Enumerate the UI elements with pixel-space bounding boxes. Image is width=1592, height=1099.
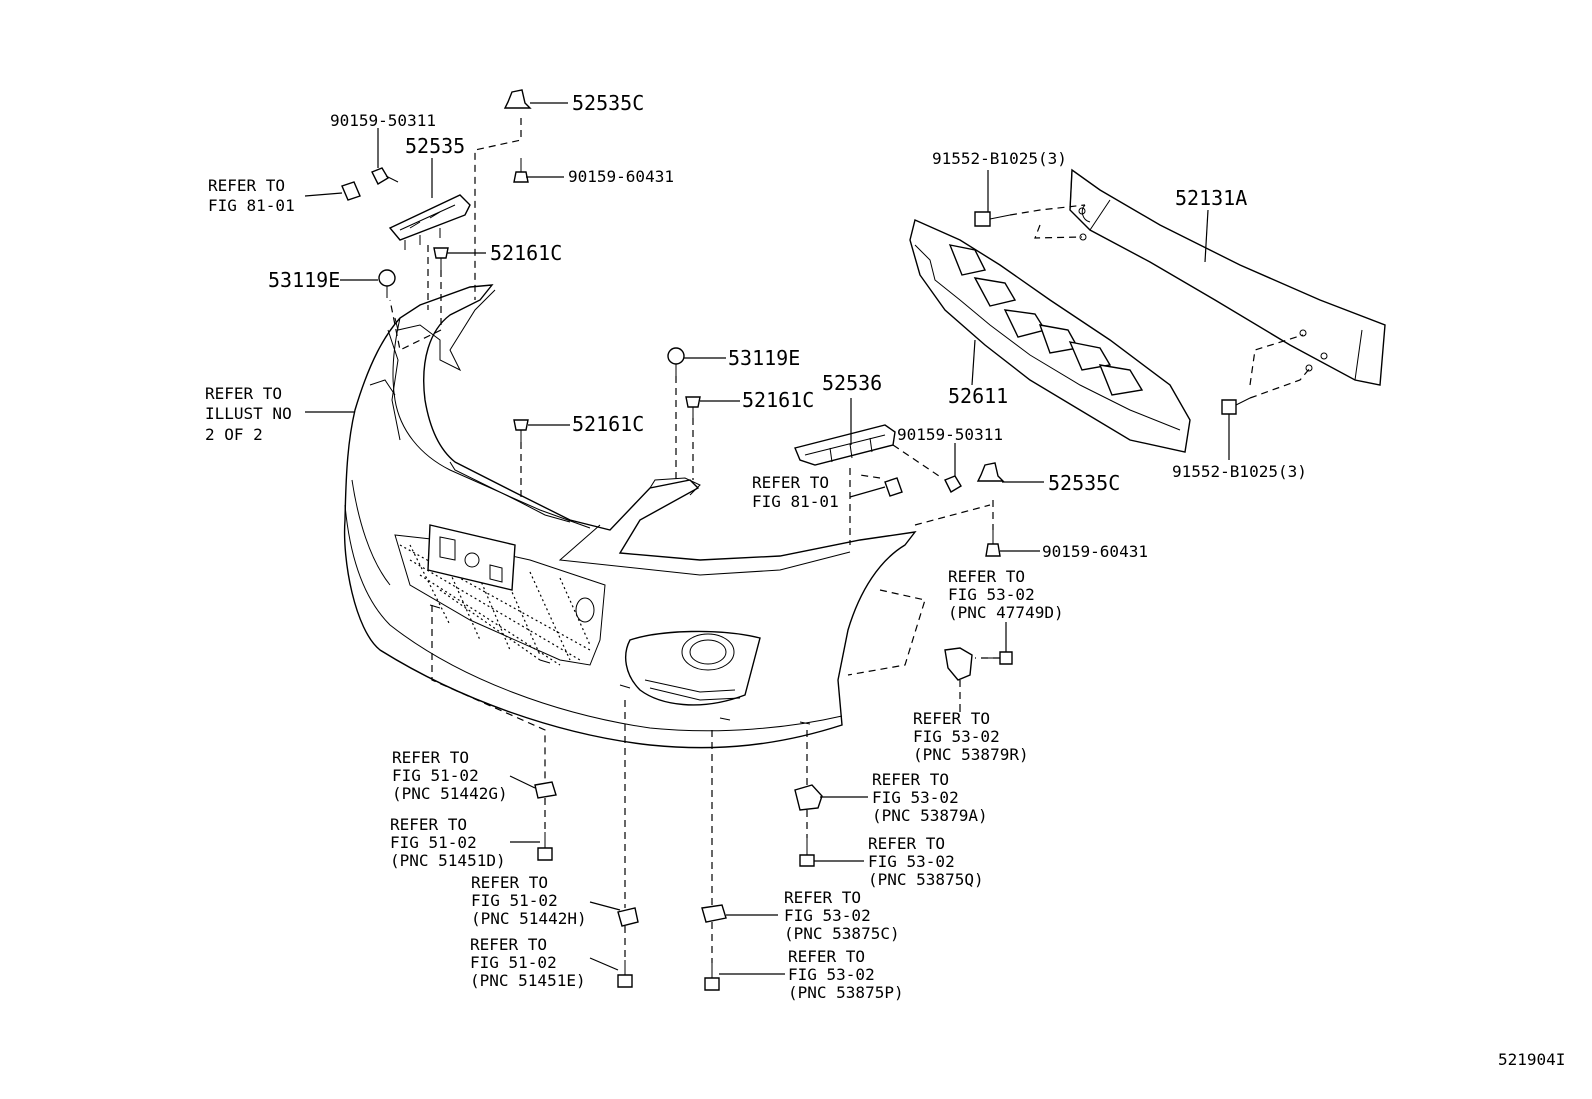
label-refer-illust-2: ILLUST NO — [205, 404, 292, 423]
label-ref-53875q-3: (PNC 53875Q) — [868, 870, 984, 889]
label-90159-50311-left: 90159-50311 — [330, 111, 436, 130]
label-90159-60431-top: 90159-60431 — [568, 167, 674, 186]
label-ref-51442g-3: (PNC 51442G) — [392, 784, 508, 803]
label-ref-47749d-2: FIG 53-02 — [948, 585, 1035, 604]
label-90159-50311-right: 90159-50311 — [897, 425, 1003, 444]
label-91552-bottom: 91552-B1025(3) — [1172, 462, 1307, 481]
label-ref-53875q-1: REFER TO — [868, 834, 945, 853]
label-ref-53875q-2: FIG 53-02 — [868, 852, 955, 871]
retainer-52536 — [794, 424, 896, 466]
label-ref-53879a-3: (PNC 53879A) — [872, 806, 988, 825]
label-refer-illust-3: 2 OF 2 — [205, 425, 263, 444]
label-ref-53875c-3: (PNC 53875C) — [784, 924, 900, 943]
label-ref-51442g-2: FIG 51-02 — [392, 766, 479, 785]
label-ref-53875p-1: REFER TO — [788, 947, 865, 966]
label-ref-53879r-2: FIG 53-02 — [913, 727, 1000, 746]
label-ref-53879r-1: REFER TO — [913, 709, 990, 728]
assembly-lines — [389, 118, 1311, 963]
fasteners — [341, 89, 1251, 991]
label-refer-8101-left-2: FIG 81-01 — [208, 196, 295, 215]
label-91552-top: 91552-B1025(3) — [932, 149, 1067, 168]
label-52131a: 52131A — [1175, 186, 1247, 210]
label-52161c-top: 52161C — [490, 241, 562, 265]
label-53119e-left: 53119E — [268, 268, 340, 292]
label-ref-53879r-3: (PNC 53879R) — [913, 745, 1029, 764]
label-ref-53875c-1: REFER TO — [784, 888, 861, 907]
label-ref-53879a-2: FIG 53-02 — [872, 788, 959, 807]
label-52611: 52611 — [948, 384, 1008, 408]
figure-id: 521904I — [1498, 1050, 1565, 1069]
label-90159-60431-right: 90159-60431 — [1042, 542, 1148, 561]
label-ref-47749d-1: REFER TO — [948, 567, 1025, 586]
label-ref-51451e-2: FIG 51-02 — [470, 953, 557, 972]
label-52535: 52535 — [405, 134, 465, 158]
label-ref-51442g-1: REFER TO — [392, 748, 469, 767]
label-53119e-mid: 53119E — [728, 346, 800, 370]
label-ref-53875c-2: FIG 53-02 — [784, 906, 871, 925]
callout-labels: 52535C 90159-50311 52535 REFER TO FIG 81… — [205, 91, 1565, 1069]
label-ref-53879a-1: REFER TO — [872, 770, 949, 789]
label-ref-51451e-3: (PNC 51451E) — [470, 971, 586, 990]
label-52535c-right: 52535C — [1048, 471, 1120, 495]
label-52161c-mid: 52161C — [572, 412, 644, 436]
label-refer-8101-mid-1: REFER TO — [752, 473, 829, 492]
absorber-52611 — [909, 219, 1191, 453]
label-refer-8101-mid-2: FIG 81-01 — [752, 492, 839, 511]
label-52535c-top: 52535C — [572, 91, 644, 115]
bumper-cover — [343, 284, 917, 749]
label-52536: 52536 — [822, 371, 882, 395]
label-ref-53875p-3: (PNC 53875P) — [788, 983, 904, 1002]
leader-lines — [304, 102, 1230, 975]
label-52161c-right: 52161C — [742, 388, 814, 412]
label-ref-51451e-1: REFER TO — [470, 935, 547, 954]
label-ref-51442h-3: (PNC 51442H) — [471, 909, 587, 928]
label-refer-8101-left-1: REFER TO — [208, 176, 285, 195]
label-ref-51442h-2: FIG 51-02 — [471, 891, 558, 910]
label-ref-51451d-1: REFER TO — [390, 815, 467, 834]
label-refer-illust-1: REFER TO — [205, 384, 282, 403]
label-ref-47749d-3: (PNC 47749D) — [948, 603, 1064, 622]
label-ref-51451d-2: FIG 51-02 — [390, 833, 477, 852]
label-ref-51442h-1: REFER TO — [471, 873, 548, 892]
retainer-52535 — [388, 194, 471, 250]
reinforcement-52131a — [1069, 168, 1386, 386]
label-ref-53875p-2: FIG 53-02 — [788, 965, 875, 984]
label-ref-51451d-3: (PNC 51451D) — [390, 851, 506, 870]
